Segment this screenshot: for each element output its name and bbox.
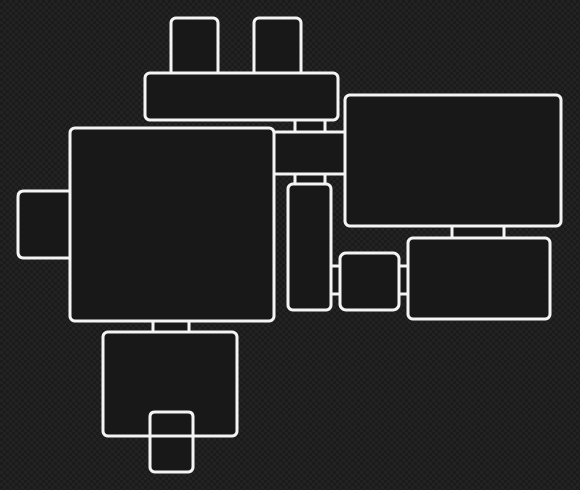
room-right-large (343, 93, 563, 228)
room-narrow-vertical (286, 182, 333, 312)
bottom-tab-inner-outline (148, 410, 195, 436)
room-small-square (338, 251, 401, 312)
room-central-corridor (268, 130, 352, 176)
room-right-lower (406, 236, 552, 321)
room-top-wide (143, 71, 340, 122)
room-top-tab-right (252, 16, 303, 78)
room-main (68, 126, 276, 323)
room-top-tab-left (169, 16, 220, 78)
room-bottom (101, 330, 239, 438)
